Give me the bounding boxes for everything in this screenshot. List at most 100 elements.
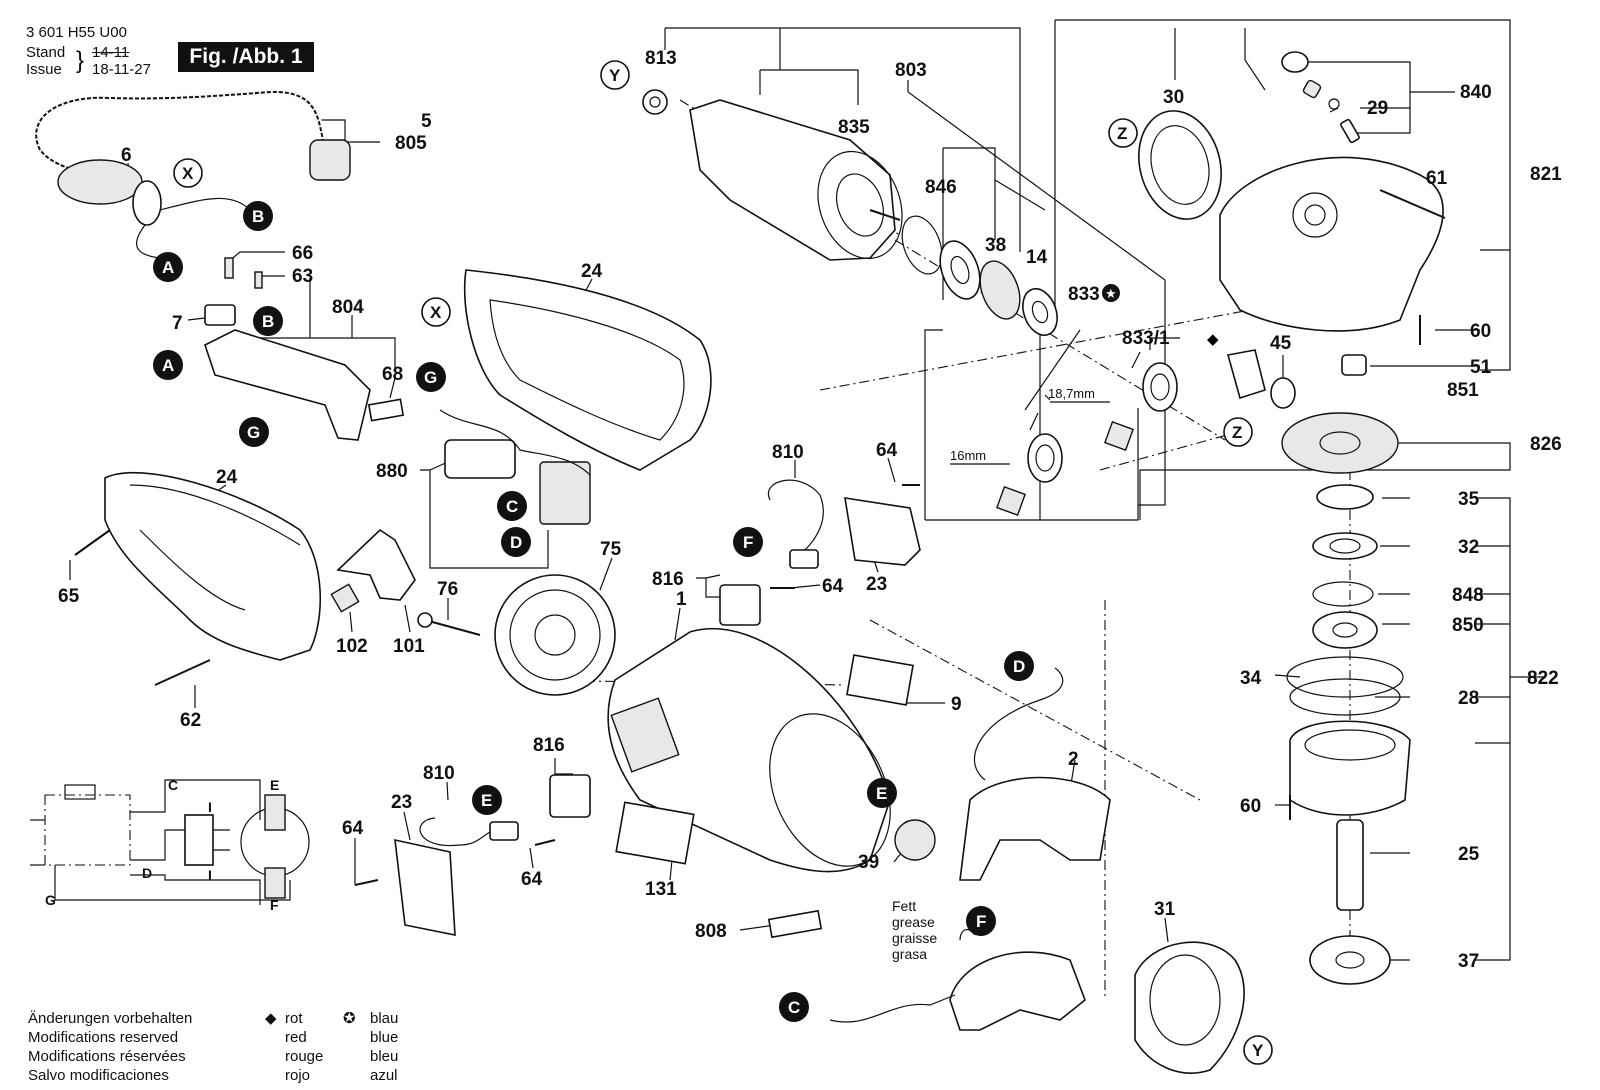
part-label-880: 880: [376, 461, 408, 482]
svg-text:Y: Y: [1252, 1041, 1264, 1060]
brush-cover: [844, 497, 921, 566]
svg-text:F: F: [743, 533, 753, 552]
part-label-28: 28: [1458, 688, 1479, 709]
marker-c-lower: C: [779, 992, 809, 1022]
part-label-14: 14: [1026, 247, 1048, 268]
part-label-816-lower: 816: [533, 735, 565, 756]
part-label-6: 6: [121, 145, 132, 166]
svg-text:A: A: [162, 258, 174, 277]
legend-star-symbol: ✪: [343, 1010, 356, 1027]
note-de: Änderungen vorbehalten: [28, 1010, 193, 1027]
part-drawings: [33, 51, 1446, 1074]
svg-text:B: B: [252, 207, 264, 226]
legend-red: rot red rouge rojo: [285, 1009, 323, 1085]
part-label-25: 25: [1458, 844, 1480, 865]
document-number: 3 601 H55 U00: [26, 24, 127, 41]
fan-cover: [1134, 941, 1245, 1074]
bearing-flange: [1289, 720, 1411, 816]
svg-text:C: C: [788, 998, 800, 1017]
legend-blue-es: azul: [370, 1067, 398, 1084]
part-label-76: 76: [437, 579, 458, 600]
legend-blue-de: blau: [370, 1010, 399, 1027]
part-label-804: 804: [332, 297, 364, 318]
svg-text:C: C: [506, 497, 518, 516]
marker-y-lower: Y: [1243, 1035, 1273, 1065]
ring-35: [1316, 484, 1374, 510]
gear-housing: [1219, 156, 1444, 332]
part-label-60-lower: 60: [1240, 796, 1261, 817]
part-label-1: 1: [676, 589, 687, 610]
part-label-29: 29: [1367, 98, 1388, 119]
svg-text:★: ★: [1105, 286, 1117, 301]
star-symbol-833: ★: [1102, 284, 1120, 302]
part-label-37: 37: [1458, 951, 1479, 972]
circlip-848: [1312, 581, 1374, 607]
stand-label: Stand: [26, 44, 66, 61]
legend-diamond-symbol: ◆: [265, 1010, 277, 1027]
trigger: [336, 528, 416, 601]
electronic-module: [444, 439, 516, 479]
bearing-37: [1309, 935, 1391, 985]
part-label-39: 39: [858, 852, 879, 873]
brush-holder: [719, 584, 761, 626]
svg-text:X: X: [430, 303, 442, 322]
legend-blue: blau blue bleu azul: [370, 1009, 398, 1085]
part-label-24-left: 24: [216, 467, 238, 488]
part-label-60-top: 60: [1470, 321, 1491, 342]
legend-red-es: rojo: [285, 1067, 311, 1084]
marker-b-mid: B: [253, 306, 283, 336]
armature: [689, 99, 896, 261]
stand-date: 14-11: [92, 44, 130, 61]
spindle: [1336, 819, 1364, 911]
part-label-9: 9: [951, 694, 962, 715]
svg-text:E: E: [876, 784, 887, 803]
issue-label: Issue: [26, 61, 62, 78]
part-label-101: 101: [393, 636, 425, 657]
wiring-label-c: C: [168, 777, 178, 793]
part-label-64-mid: 64: [822, 576, 844, 597]
legend-red-en: red: [285, 1029, 307, 1046]
switch-assembly: [204, 329, 371, 441]
part-label-816-top: 816: [652, 569, 684, 590]
marker-e-left: E: [472, 785, 502, 815]
part-label-65: 65: [58, 586, 80, 607]
svg-text:B: B: [262, 312, 274, 331]
field-winding-top: [264, 794, 286, 831]
wiring-label-f: F: [270, 897, 279, 913]
part-label-23-lower: 23: [391, 792, 412, 813]
grease-note: Fett grease graisse grasa: [892, 898, 937, 962]
svg-text:Z: Z: [1117, 124, 1127, 143]
marker-x-mid: X: [421, 297, 451, 327]
field-coil: [959, 776, 1111, 881]
connection-markers: A B B A G G C D F D E E F C X X Y Y Z Z …: [153, 60, 1273, 1065]
bearing-833-1: [1142, 362, 1178, 412]
svg-text:G: G: [424, 368, 437, 387]
note-en: Modifications reserved: [28, 1029, 179, 1046]
part-label-68: 68: [382, 364, 403, 385]
housing-top: [463, 269, 712, 471]
marker-d-right: D: [1004, 651, 1034, 681]
part-label-805: 805: [395, 133, 427, 154]
field-coil-lower: [949, 951, 1086, 1031]
part-label-102: 102: [336, 636, 368, 657]
part-label-64-lower: 64: [521, 869, 543, 890]
part-label-810-top: 810: [772, 442, 804, 463]
part-label-5: 5: [421, 111, 432, 132]
legend-blue-fr: bleu: [370, 1048, 399, 1065]
part-label-835: 835: [838, 117, 870, 138]
part-label-45: 45: [1270, 333, 1292, 354]
bearing-850: [1312, 611, 1378, 649]
svg-text:Y: Y: [609, 66, 621, 85]
part-label-38: 38: [985, 235, 1006, 256]
diamond-symbol-833-1: ◆: [1207, 331, 1219, 348]
part-label-23-right: 23: [866, 574, 887, 595]
part-label-31: 31: [1154, 899, 1176, 920]
part-label-833-1: 833/1: [1122, 328, 1170, 349]
part-label-131: 131: [645, 879, 677, 900]
marker-b-top: B: [243, 201, 273, 231]
dimensions: 18,7mm 16mm: [950, 386, 1110, 465]
svg-text:F: F: [976, 912, 986, 931]
part-label-846: 846: [925, 177, 957, 198]
part-label-64-lower-left: 64: [342, 818, 364, 839]
part-label-803: 803: [895, 60, 927, 81]
